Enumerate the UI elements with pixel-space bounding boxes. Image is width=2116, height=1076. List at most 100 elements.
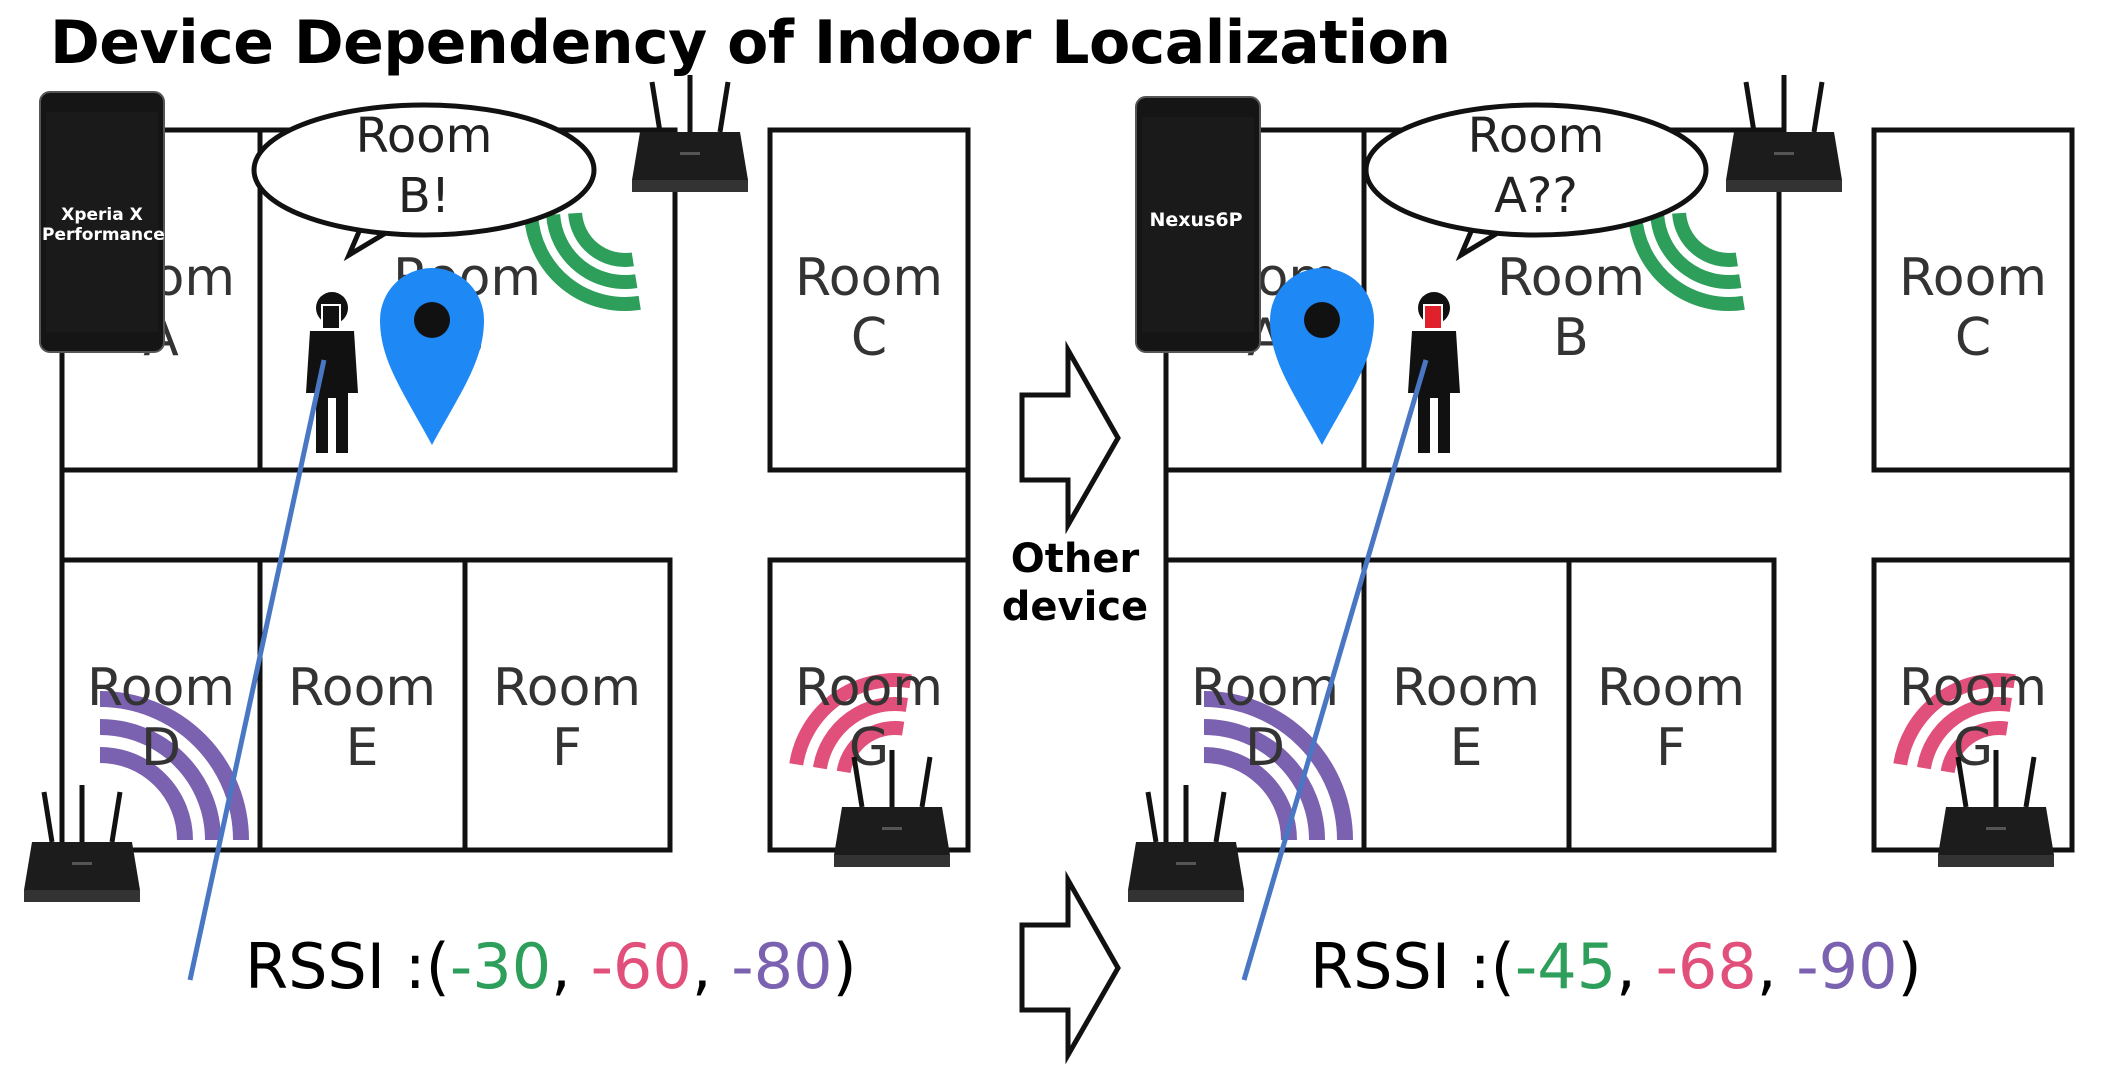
room-label-word: Room — [1392, 658, 1540, 718]
room-label-letter: F — [552, 718, 582, 778]
signal-arc — [1650, 213, 1742, 289]
green-signal-icon — [524, 212, 641, 311]
transition-label: Other device — [990, 535, 1160, 631]
phone-label-line: Xperia X — [61, 205, 143, 225]
rssi-readout-left: RSSI :(-30, -60, -80) — [245, 930, 857, 1003]
room-label-word: Room — [493, 658, 641, 718]
held-phone-icon — [321, 304, 341, 330]
room-f-box — [462, 557, 673, 853]
signal-arc — [568, 212, 634, 267]
signal-arc — [99, 691, 249, 841]
transition-label-line-2: device — [1001, 584, 1149, 630]
room-label-letter: C — [851, 308, 887, 368]
phone-label-right: Nexus6P — [1135, 210, 1257, 230]
signal-arc — [1628, 215, 1745, 311]
green-signal-icon — [1628, 212, 1745, 311]
held-phone-icon — [1423, 304, 1443, 330]
speech-bubble-join — [361, 220, 403, 230]
room-label-letter: C — [1955, 308, 1991, 368]
signal-arc — [1917, 697, 2012, 770]
signal-arc — [1203, 747, 1297, 841]
room-label-word: Room — [1497, 248, 1645, 308]
transition-arrow-upper — [1019, 340, 1121, 535]
signal-arc — [1203, 691, 1353, 841]
transition-arrows — [1019, 340, 1121, 1065]
room-label-letter: D — [1245, 718, 1285, 778]
room-label-letter: E — [346, 718, 379, 778]
room-label-word: Room — [1899, 658, 2047, 718]
signal-arc — [1893, 673, 2016, 766]
rssi-red-value: -60 — [590, 930, 692, 1003]
transition-label-line-1: Other — [1010, 536, 1140, 582]
red-signal-icon — [1893, 673, 2016, 774]
signal-arc — [789, 673, 912, 766]
signal-arc — [813, 697, 908, 770]
rssi-separator: , — [551, 930, 591, 1003]
rssi-separator: , — [691, 930, 732, 1003]
signal-arc — [1940, 721, 2009, 774]
room-f-box — [1566, 557, 1777, 853]
room-label-word: Room — [795, 658, 943, 718]
room-label-word: Room — [288, 658, 436, 718]
speech-text-line-1: Room — [356, 108, 493, 164]
room-label-word: Room — [1597, 658, 1745, 718]
speech-bubble-join — [1473, 220, 1515, 230]
rssi-readout-right: RSSI :(-45, -68, -90) — [1310, 930, 1922, 1003]
speech-text-line-2: A?? — [1494, 168, 1578, 224]
signal-arc — [99, 747, 193, 841]
router-bottom-left-icon — [1128, 785, 1244, 902]
signal-arc — [99, 719, 221, 841]
rssi-purple-value: -90 — [1796, 930, 1898, 1003]
rssi-prefix: RSSI :( — [245, 930, 450, 1003]
transition-arrow-lower — [1019, 870, 1121, 1065]
location-pin-icon — [380, 268, 484, 445]
router-top-icon — [632, 75, 748, 192]
red-signal-icon — [789, 673, 912, 774]
phone-label-left: Xperia X Performance — [42, 205, 165, 245]
pin-body — [1270, 268, 1374, 445]
room-label-letter: E — [1450, 718, 1483, 778]
rssi-green-value: -45 — [1514, 930, 1617, 1003]
diagram-title: Device Dependency of Indoor Localization — [50, 8, 1451, 78]
phone-screen — [1142, 117, 1254, 332]
measurement-line — [187, 359, 327, 981]
floor-plan-left: RoomARoomBRoomCRoomDRoomERoomFRoomGRoomB… — [24, 75, 971, 981]
pin-body — [380, 268, 484, 445]
purple-signal-icon — [1203, 691, 1353, 841]
rssi-separator: , — [1616, 930, 1656, 1003]
rssi-separator: , — [1756, 930, 1797, 1003]
room-label-letter: D — [141, 718, 181, 778]
signal-arc — [524, 215, 641, 311]
router-top-icon — [1726, 75, 1842, 192]
router-bottom-left-icon — [24, 785, 140, 902]
phone-label-line: Nexus6P — [1149, 209, 1243, 231]
speech-bubble-body — [251, 102, 597, 238]
signal-arc — [836, 721, 905, 774]
room-label-word: Room — [1191, 658, 1339, 718]
room-label-letter: B — [1553, 308, 1589, 368]
purple-signal-icon — [99, 691, 249, 841]
signal-arc — [546, 213, 638, 289]
rssi-suffix: ) — [1897, 930, 1922, 1003]
rssi-prefix: RSSI :( — [1310, 930, 1515, 1003]
rssi-suffix: ) — [832, 930, 857, 1003]
room-label-word: Room — [87, 658, 235, 718]
signal-arc — [1203, 719, 1325, 841]
rssi-green-value: -30 — [449, 930, 552, 1003]
speech-bubble-body — [1363, 102, 1709, 238]
pin-dot — [1304, 302, 1340, 338]
rssi-red-value: -68 — [1655, 930, 1757, 1003]
phone-label-line: Performance — [42, 225, 165, 245]
room-label-word: Room — [1899, 248, 2047, 308]
rssi-purple-value: -80 — [731, 930, 833, 1003]
speech-text-line-1: Room — [1468, 108, 1605, 164]
location-pin-icon — [1270, 268, 1374, 445]
phone-screen — [46, 112, 158, 332]
room-label-word: Room — [795, 248, 943, 308]
signal-arc — [1672, 212, 1738, 267]
room-label-letter: F — [1656, 718, 1686, 778]
pin-dot — [414, 302, 450, 338]
